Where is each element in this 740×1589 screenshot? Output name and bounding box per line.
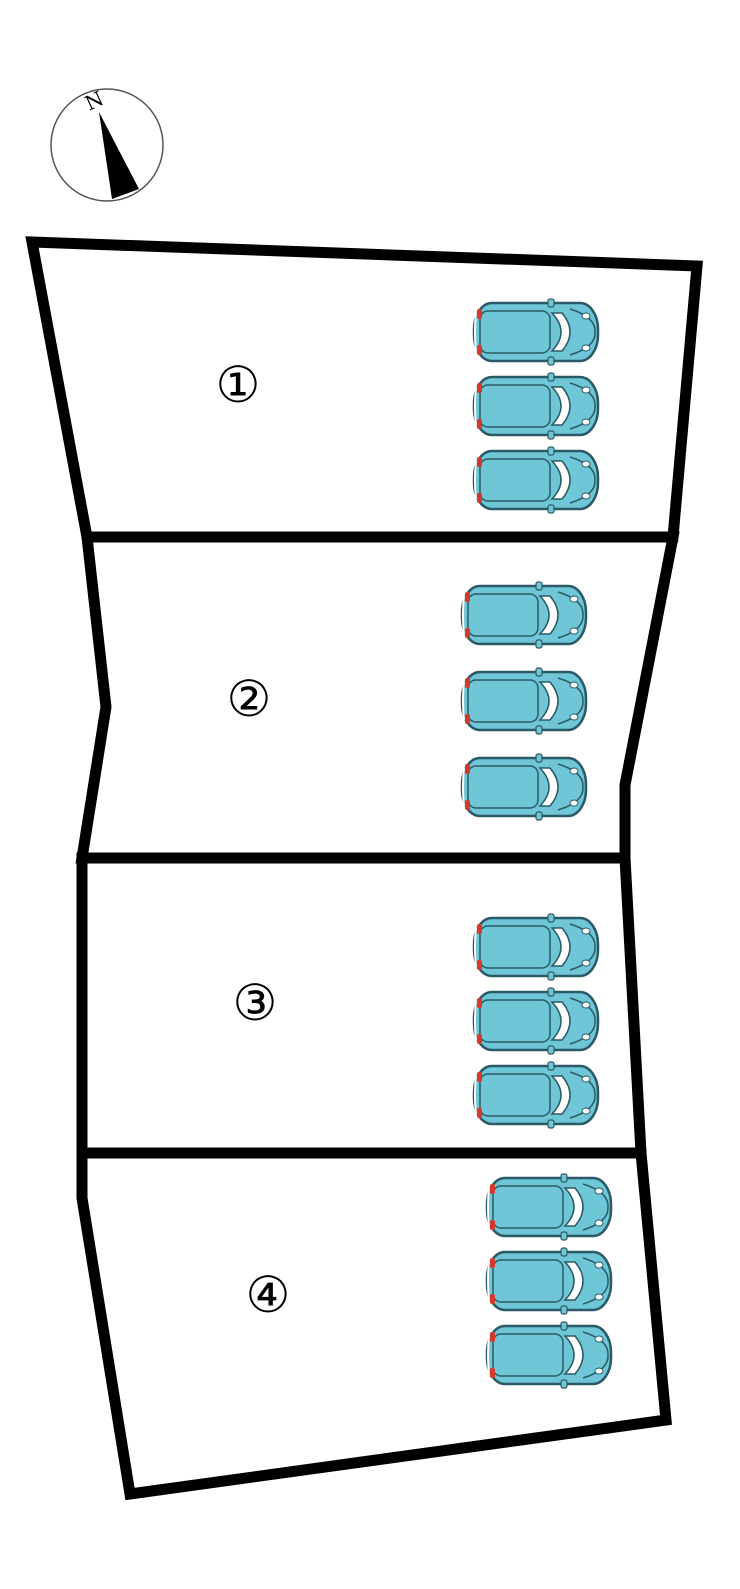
- car-icon: [472, 297, 600, 367]
- lot-4-label: ④: [246, 1266, 291, 1324]
- lot-boundaries: [25, 236, 703, 1501]
- lot-labels: ① ② ③ ④: [216, 356, 291, 1324]
- lot-3-label: ③: [233, 974, 278, 1032]
- lot-4-boundary: [76, 1147, 672, 1501]
- parking-lot-4: [485, 1172, 613, 1390]
- lot-1-label: ①: [216, 356, 261, 414]
- car-icon: [460, 580, 588, 650]
- car-icon: [472, 445, 600, 515]
- car-icon: [460, 666, 588, 736]
- car-icon: [485, 1320, 613, 1390]
- compass: N: [50, 86, 164, 202]
- parking-lot-1: [472, 297, 600, 515]
- car-icon: [472, 912, 600, 982]
- parking-lot-3: [472, 912, 600, 1130]
- parking-lot-2: [460, 580, 588, 822]
- car-icon: [472, 1060, 600, 1130]
- car-icon: [472, 371, 600, 441]
- car-icon: [472, 986, 600, 1056]
- lot-2-label: ②: [227, 670, 272, 728]
- car-icon: [460, 752, 588, 822]
- car-icon: [485, 1246, 613, 1316]
- north-arrow-icon: [99, 112, 139, 199]
- car-icon: [485, 1172, 613, 1242]
